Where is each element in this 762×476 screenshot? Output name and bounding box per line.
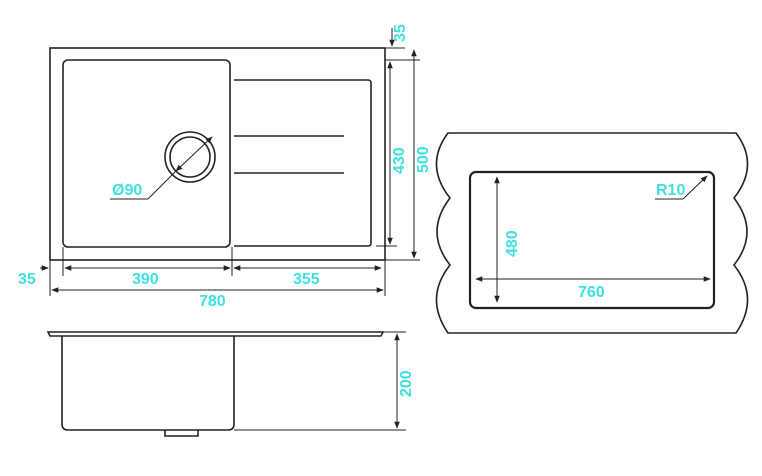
radius-leader — [682, 175, 708, 200]
dim-35-left-label: 35 — [18, 271, 36, 288]
dim-430-label: 430 — [391, 147, 408, 174]
sink-top-view: 35 430 500 Ø90 35 390 355 780 — [18, 24, 432, 310]
diameter-dimension-line — [175, 136, 213, 172]
cutout-opening — [468, 170, 716, 310]
dim-200-label: 200 — [398, 370, 415, 397]
cutout-view: 480 760 R10 — [435, 132, 749, 334]
countertop-outline — [435, 132, 749, 334]
drainboard — [234, 79, 372, 247]
sink-outline — [49, 47, 386, 261]
dim-355-label: 355 — [293, 271, 320, 288]
dim-500-label: 500 — [415, 146, 432, 173]
drain-outlet — [164, 430, 199, 437]
dim-diameter-label: Ø90 — [112, 182, 142, 199]
diameter-leader — [147, 170, 177, 200]
dim-780-label: 780 — [199, 293, 226, 310]
dim-480-label: 480 — [504, 230, 521, 257]
drain-outer-ring — [164, 131, 216, 183]
dim-390-label: 390 — [132, 271, 159, 288]
main-bowl — [62, 59, 231, 248]
sink-rim — [46, 331, 385, 337]
dim-35-top-label: 35 — [392, 24, 409, 42]
dim-r10-label: R10 — [656, 182, 685, 199]
dim-760-label: 760 — [578, 284, 605, 301]
sink-side-view: 200 — [46, 331, 415, 437]
bowl-profile — [61, 336, 235, 431]
